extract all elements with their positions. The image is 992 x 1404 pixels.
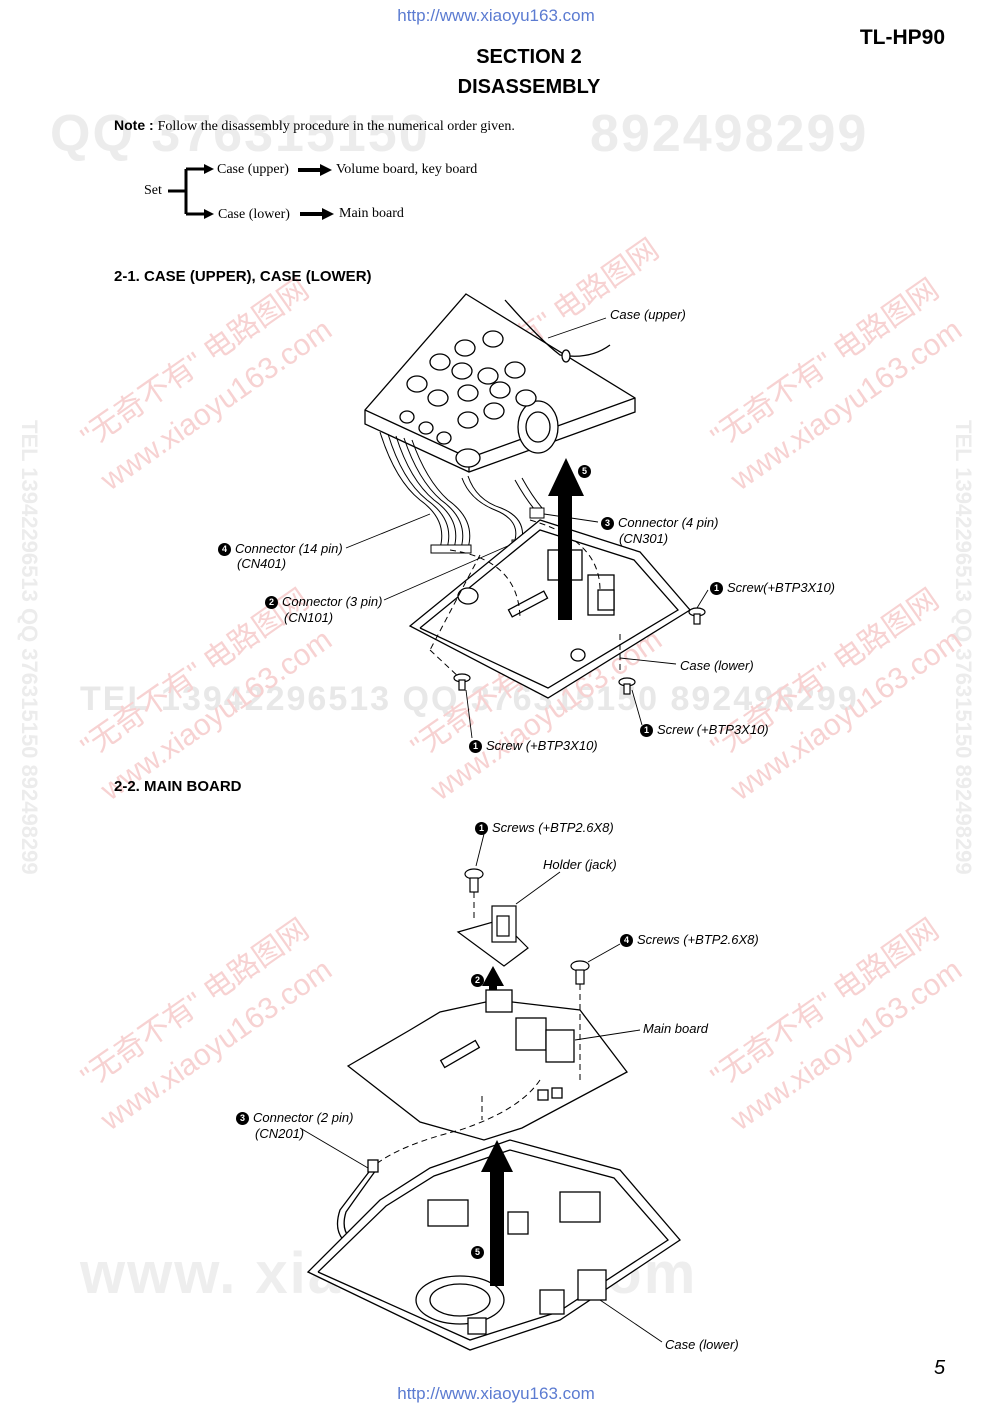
screw-right	[570, 960, 590, 985]
screws-case	[453, 607, 706, 695]
ribbon-cables	[379, 431, 545, 554]
section-number: SECTION 2	[476, 46, 582, 68]
watermark-qq: QQ 376315150	[50, 105, 430, 163]
leader-lines-2	[299, 833, 663, 1343]
leader-lines-1	[345, 317, 709, 739]
label-connector-3pin-ref: (CN101)	[284, 610, 334, 625]
remove-arrow-5	[548, 458, 584, 620]
source-url-top[interactable]: http://www.xiaoyu163.com	[397, 6, 595, 25]
label-connector-2pin-ref: (CN201)	[255, 1126, 305, 1141]
label-case-upper: Case (upper)	[610, 307, 686, 322]
page-title: DISASSEMBLY	[457, 76, 601, 98]
dashed-guide-lines-2	[374, 892, 581, 1166]
flow-root: Set	[144, 183, 162, 198]
label-connector-4pin-ref: (CN301)	[619, 531, 669, 546]
holder-jack-drawing	[456, 905, 529, 967]
section-heading-case: 2-1. CASE (UPPER), CASE (LOWER)	[114, 268, 372, 285]
label-step2: 2	[471, 972, 488, 987]
note-label: Note :	[114, 117, 154, 133]
flow-branch-lower-to: Main board	[339, 206, 404, 221]
flow-branch-upper-from: Case (upper)	[217, 162, 289, 177]
label-holder-jack: Holder (jack)	[543, 857, 617, 872]
watermark-vertical-left: TEL 13942296513 QQ 376315150 892498299	[17, 420, 42, 875]
flow-branch-upper-to: Volume board, key board	[336, 162, 478, 177]
step5-arrow-main	[481, 1140, 513, 1286]
screw-top	[464, 868, 484, 893]
section-heading-main-board: 2-2. MAIN BOARD	[114, 778, 242, 795]
main-board-drawing	[346, 989, 628, 1141]
flow-chart-lines	[168, 164, 334, 220]
label-connector-14pin-ref: (CN401)	[237, 556, 287, 571]
watermark-vertical-right: TEL 13942296513 QQ 376315150 892498299	[951, 420, 976, 875]
case-upper-drawing	[364, 293, 636, 473]
label-step5-main: 5	[471, 1244, 488, 1259]
watermark-qq-number: 892498299	[590, 105, 869, 163]
label-case-lower: Case (lower)	[680, 658, 754, 673]
label-main-board: Main board	[643, 1021, 709, 1036]
label-case-lower-2: Case (lower)	[665, 1337, 739, 1352]
source-url-bottom[interactable]: http://www.xiaoyu163.com	[397, 1384, 595, 1403]
model-number: TL-HP90	[859, 26, 945, 49]
note-text: Follow the disassembly procedure in the …	[157, 119, 515, 134]
label-step5: 5	[578, 463, 595, 478]
flow-branch-lower-from: Case (lower)	[218, 207, 290, 222]
dashed-guide-lines	[429, 519, 621, 681]
page-number: 5	[934, 1357, 946, 1379]
note: Note : Follow the disassembly procedure …	[114, 117, 515, 135]
